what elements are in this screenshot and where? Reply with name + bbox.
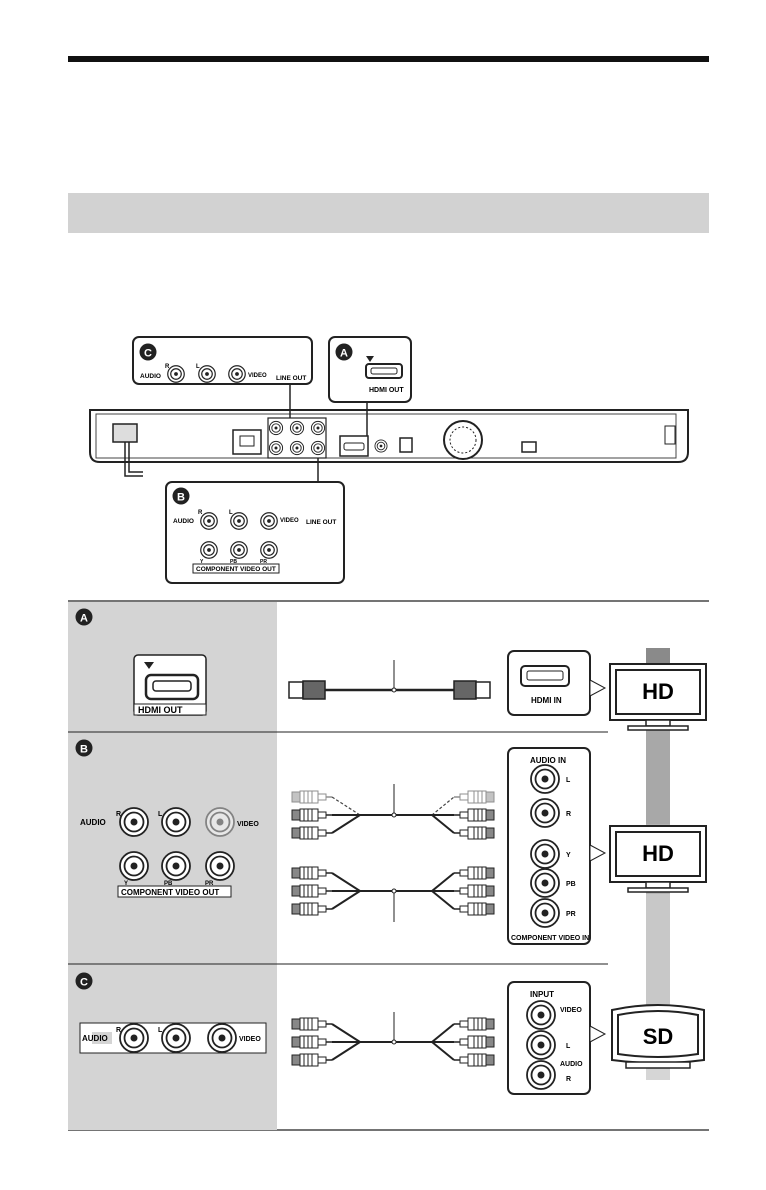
tv-hd-label: HD <box>642 679 674 704</box>
tv-sd-label: SD <box>643 1024 674 1049</box>
row-a: A HDMI OUT HDMI IN HD <box>75 608 707 731</box>
label-r: R <box>165 364 170 370</box>
label-tv-pr: PR <box>566 911 576 918</box>
label-component-video-out: COMPONENT VIDEO OUT <box>196 566 276 573</box>
label-component-video-in: COMPONENT VIDEO IN <box>511 935 589 942</box>
label-tv-pb: PB <box>566 881 576 888</box>
hdmi-cable-icon <box>288 660 491 700</box>
label-l: L <box>196 364 200 370</box>
label-pr: PR <box>260 559 267 565</box>
marker-a: A <box>340 348 348 360</box>
label-r: R <box>198 510 203 516</box>
label-r: R <box>116 1027 121 1034</box>
sd-tv-icon <box>611 1004 705 1069</box>
label-tv-r: R <box>566 811 571 818</box>
label-audio: AUDIO <box>80 818 106 827</box>
label-hdmi-out: HDMI OUT <box>138 705 183 715</box>
label-l: L <box>229 510 233 516</box>
audio-video-cable-icon <box>291 784 495 840</box>
label-hdmi-in: HDMI IN <box>531 696 562 705</box>
label-input: INPUT <box>530 990 554 999</box>
top-rule <box>68 56 709 62</box>
label-line-out: LINE OUT <box>276 375 306 382</box>
label-y: Y <box>200 559 204 565</box>
label-tv-r: R <box>566 1076 571 1083</box>
fan-icon <box>443 420 483 460</box>
label-l: L <box>158 1027 163 1034</box>
label-l: L <box>158 811 163 818</box>
marker-c: C <box>144 348 152 360</box>
label-tv-y: Y <box>566 852 571 859</box>
label-audio: AUDIO <box>140 373 161 380</box>
label-audio: AUDIO <box>173 518 194 525</box>
label-line-out: LINE OUT <box>306 519 336 526</box>
label-pb: PB <box>230 559 237 565</box>
callout-b: B AUDIO R L VIDEO LINE OUT Y PB PR COMPO… <box>165 481 345 584</box>
marker-b: B <box>80 744 88 756</box>
label-pb: PB <box>164 881 173 887</box>
label-pr: PR <box>205 881 214 887</box>
label-video: VIDEO <box>237 821 259 828</box>
label-audio-in: AUDIO IN <box>530 756 566 765</box>
component-video-cable-icon <box>291 866 495 922</box>
label-component-video-out: COMPONENT VIDEO OUT <box>121 888 219 897</box>
usb-port-icon <box>521 441 537 453</box>
label-tv-video: VIDEO <box>560 1007 582 1014</box>
marker-a: A <box>80 613 88 625</box>
power-inlet-icon <box>112 423 138 443</box>
callout-a-top: A HDMI OUT <box>328 336 412 403</box>
audio-video-cable-icon <box>291 1012 495 1067</box>
marker-c: C <box>80 977 88 989</box>
label-y: Y <box>124 881 128 887</box>
label-video: VIDEO <box>248 373 267 379</box>
label-tv-audio: AUDIO <box>560 1061 583 1068</box>
label-hdmi-out: HDMI OUT <box>369 387 404 394</box>
marker-b: B <box>177 492 185 504</box>
label-video: VIDEO <box>239 1036 261 1043</box>
callout-c-top: C AUDIO R L VIDEO LINE OUT <box>132 336 313 385</box>
row-b: B AUDIO R L VIDEO Y PB PR COMPONENT VIDE… <box>75 739 707 945</box>
label-video: VIDEO <box>280 518 299 524</box>
section-heading-bar <box>68 193 709 233</box>
label-r: R <box>116 811 121 818</box>
label-audio: AUDIO <box>82 1034 108 1043</box>
player-rear-panel <box>89 384 689 482</box>
tv-hd-label: HD <box>642 841 674 866</box>
label-tv-l: L <box>566 777 571 784</box>
row-c: C AUDIO R L VIDEO INPUT VIDEO L AUDIO R <box>75 972 705 1095</box>
label-tv-l: L <box>566 1043 571 1050</box>
